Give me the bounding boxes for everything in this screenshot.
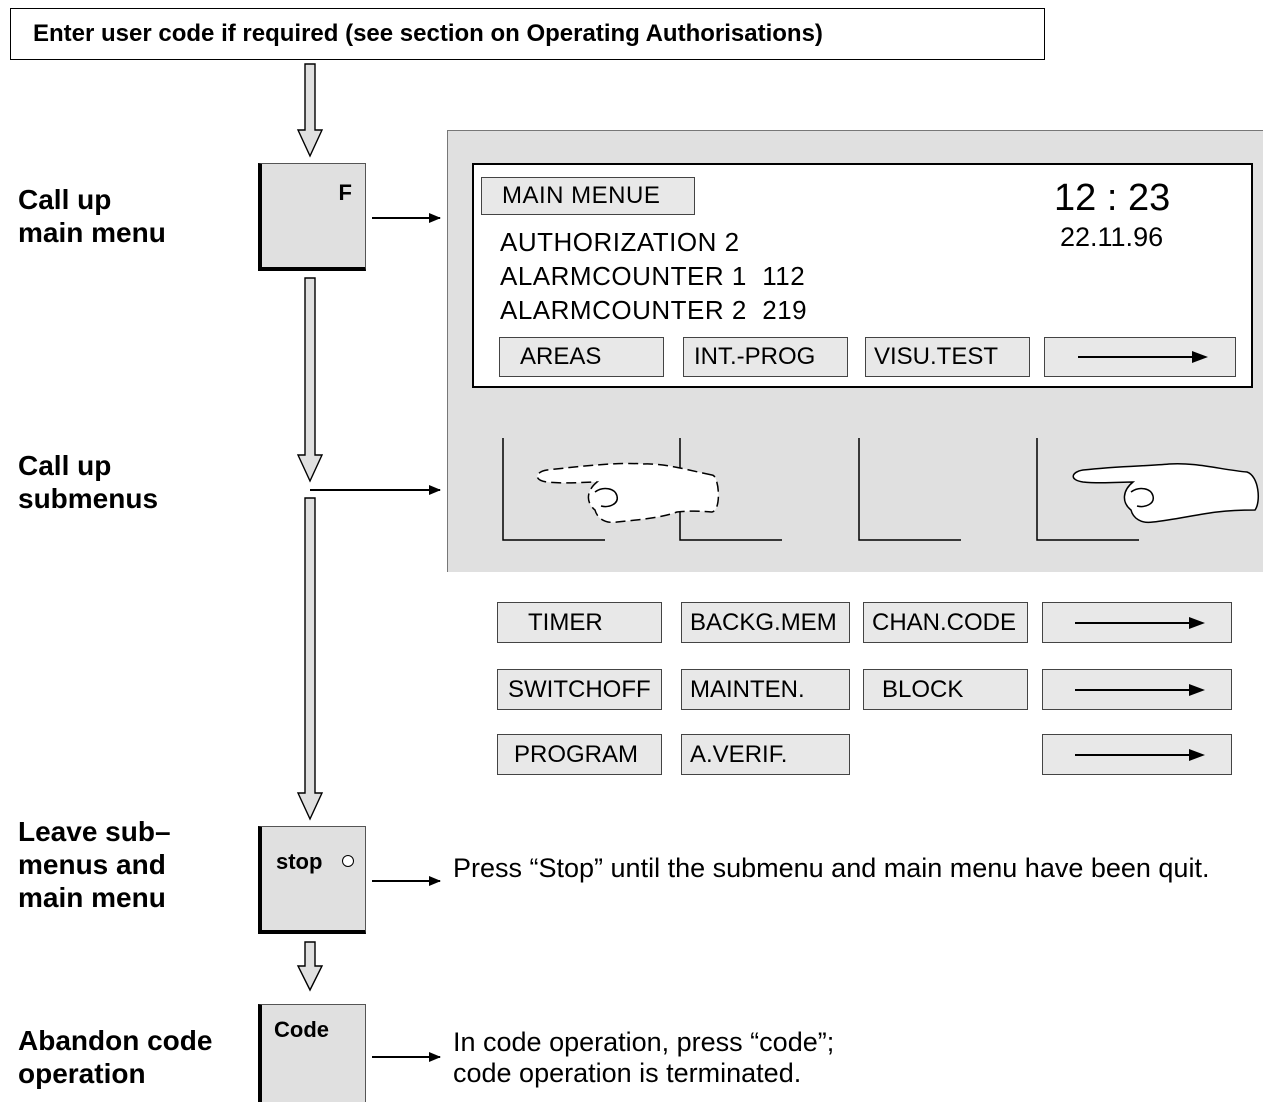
long-arrow-icon [1075,683,1205,696]
step-leave-menus: Leave sub– menus and main menu [18,815,171,914]
down-arrow-icon [296,941,324,992]
submenu-backg-mem[interactable]: BACKG.MEM [681,602,850,643]
code-key[interactable]: Code [258,1004,366,1102]
step-abandon-code: Abandon code operation [18,1024,212,1090]
step-label-line: Call up [18,450,112,481]
step-label-line: main menu [18,882,166,913]
step-label-line: submenus [18,483,159,514]
down-arrow-icon [296,497,324,821]
stop-key[interactable]: stop [258,826,366,934]
softkey-bracket [1036,438,1139,541]
submenu-next-button[interactable] [1042,669,1232,710]
display-time: 12 : 23 [1054,177,1171,219]
step-label-line: main menu [18,217,166,248]
long-arrow-icon [1075,748,1205,761]
softkey-visu-test[interactable]: VISU.TEST [865,337,1030,377]
softkey-next[interactable] [1044,337,1236,377]
stop-key-label: stop [276,849,323,874]
submenu-next-button[interactable] [1042,734,1232,775]
code-description: In code operation, press “code”; code op… [453,1027,834,1089]
submenu-mainten[interactable]: MAINTEN. [681,669,850,710]
stop-description: Press “Stop” until the submenu and main … [453,853,1210,883]
submenu-block[interactable]: BLOCK [863,669,1028,710]
softkey-bracket [858,438,961,541]
f-key[interactable]: F [258,163,366,271]
submenu-next-button[interactable] [1042,602,1232,643]
submenu-timer[interactable]: TIMER [497,602,662,643]
display-date: 22.11.96 [1060,222,1164,252]
step-label-line: Call up [18,184,112,215]
display-line: ALARMCOUNTER 1 112 [500,261,806,291]
code-key-label: Code [274,1017,329,1042]
instruction-text: Enter user code if required (see section… [33,20,823,47]
submenu-a-verif[interactable]: A.VERIF. [681,734,850,775]
display-line: ALARMCOUNTER 2 219 [500,295,808,325]
display-screen: MAIN MENUE 12 : 23 22.11.96 AUTHORIZATIO… [472,163,1253,388]
f-key-label: F [338,180,352,205]
long-arrow-icon [1078,351,1208,363]
submenu-program[interactable]: PROGRAM [497,734,662,775]
down-arrow-icon [296,277,324,483]
step-label-line: operation [18,1058,146,1089]
step-label-line: menus and [18,849,166,880]
instruction-box: Enter user code if required (see section… [10,8,1045,60]
description-line: code operation is terminated. [453,1058,802,1088]
long-arrow-icon [1075,616,1205,629]
down-arrow-icon [296,63,324,158]
step-label-line: Abandon code [18,1025,213,1056]
led-indicator-icon [342,855,354,867]
softkey-press-illustration [502,438,1260,541]
softkey-areas[interactable]: AREAS [499,337,664,377]
submenu-switchoff[interactable]: SWITCHOFF [497,669,662,710]
submenu-chan-code[interactable]: CHAN.CODE [863,602,1028,643]
softkey-int-prog[interactable]: INT.-PROG [683,337,848,377]
hand-pointing-icon [1072,462,1260,524]
step-call-main-menu: Call up main menu [18,183,166,249]
softkey-bracket [502,438,605,541]
step-label-line: Leave sub– [18,816,171,847]
step-call-submenus: Call up submenus [18,449,158,515]
description-line: In code operation, press “code”; [453,1027,835,1057]
display-title: MAIN MENUE [481,177,695,215]
hand-pointing-icon [536,462,720,524]
display-line: AUTHORIZATION 2 [500,227,740,257]
